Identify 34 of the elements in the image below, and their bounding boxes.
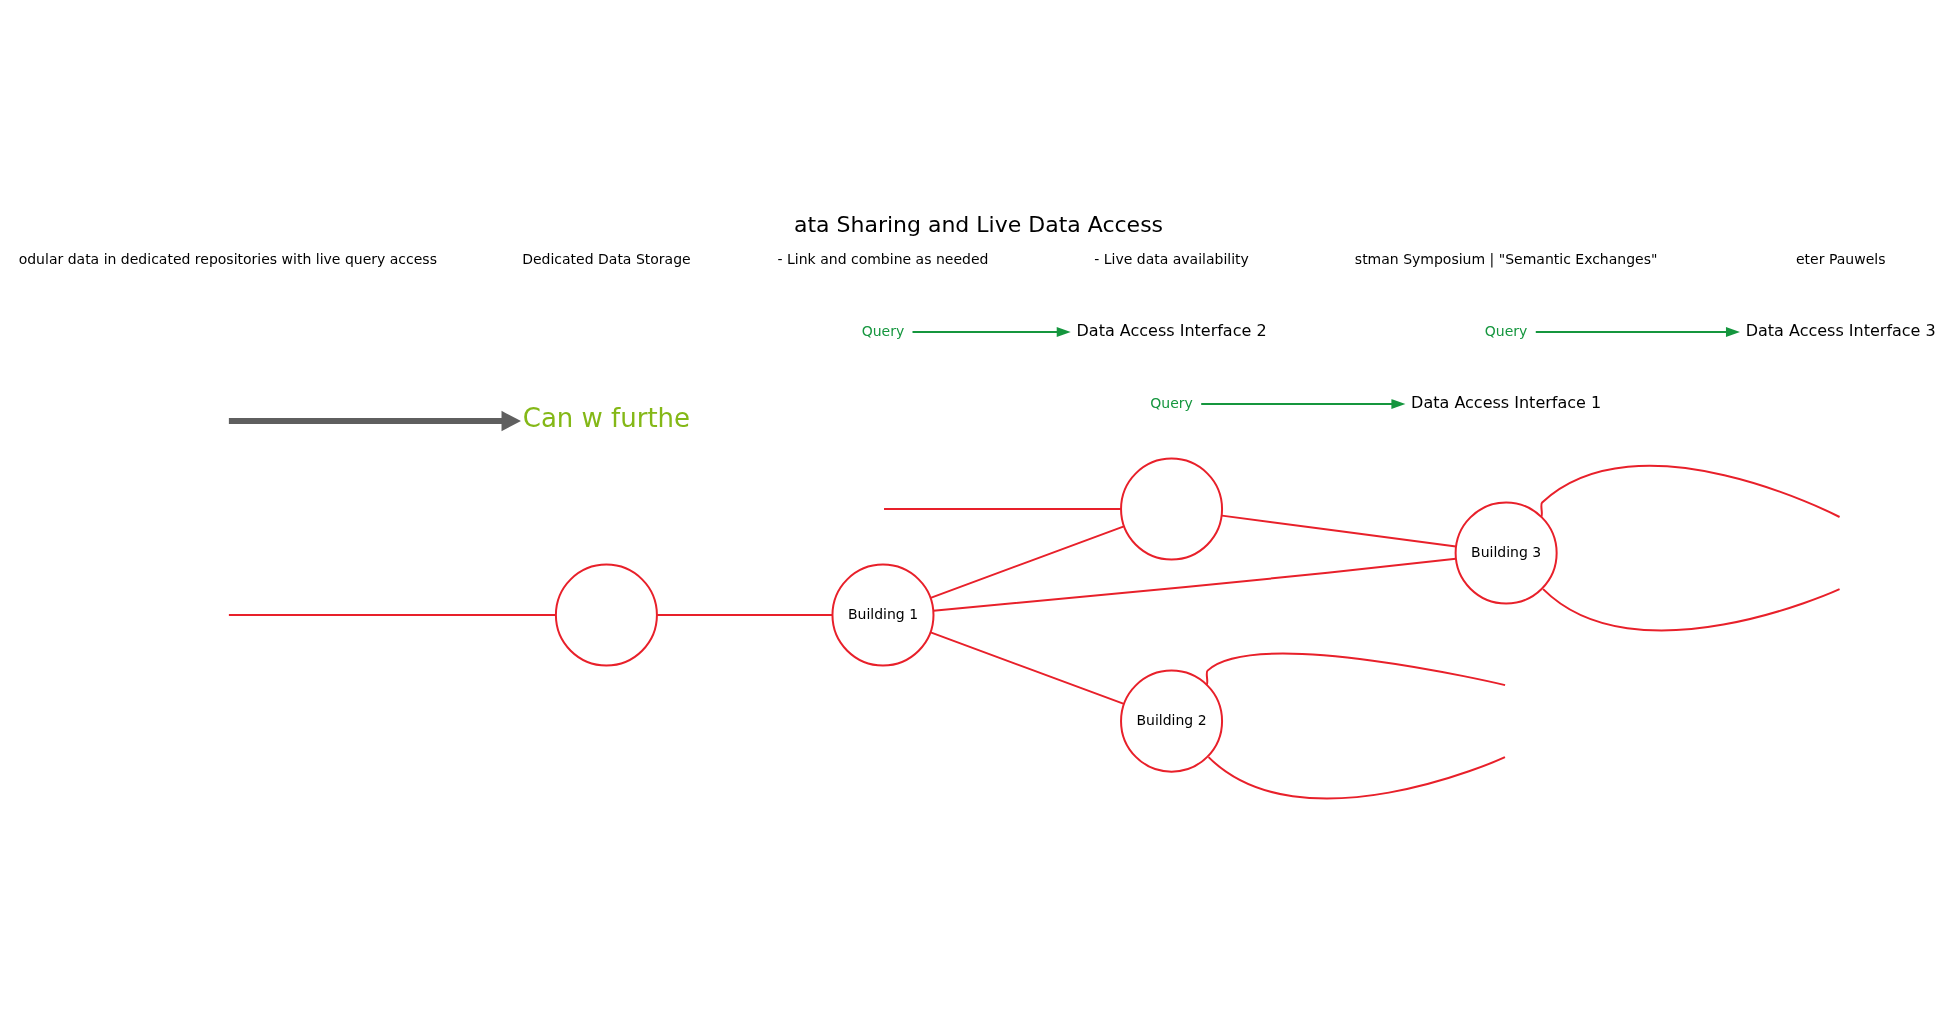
connector: [1205, 652, 1507, 687]
node-text: Data Access Interface 3: [1745, 320, 1936, 340]
connector: [1542, 588, 1841, 632]
connector: [883, 508, 1122, 511]
label: stman Symposium | "Semantic Exchanges": [1354, 250, 1658, 267]
connector: [227, 614, 557, 617]
arrow: [911, 327, 1071, 337]
connector: [1207, 756, 1506, 800]
node-text: Data Access Interface 2: [1076, 320, 1267, 340]
arrow: [1534, 327, 1740, 337]
arrow: [228, 410, 521, 432]
connector: [1221, 514, 1457, 548]
label: odular data in dedicated repositories with live query access: [18, 250, 437, 267]
label: Dedicated Data Storage: [522, 250, 691, 267]
diagram-title: ata Sharing and Live Data Access: [793, 211, 1164, 237]
node-circle: [1120, 457, 1224, 561]
node-circle: Building 3: [1454, 501, 1558, 605]
connector: [929, 525, 1125, 599]
node-text: Query: [1150, 394, 1193, 411]
node-circle: [554, 563, 658, 667]
node-text: Query: [861, 322, 905, 339]
node-text: Query: [1484, 322, 1528, 339]
connector: [656, 614, 834, 617]
node-text: Data Access Interface 1: [1411, 392, 1602, 412]
connector: [929, 631, 1125, 705]
label: eter Pauwels: [1796, 250, 1886, 267]
arrow: [1200, 399, 1406, 409]
node-circle: Building 2: [1120, 669, 1224, 773]
label: - Link and combine as needed: [777, 250, 989, 267]
connector: [1540, 465, 1841, 519]
label: - Live data availability: [1094, 250, 1249, 267]
node-circle: Building 1: [831, 563, 935, 667]
node-text: Can w furthe: [522, 403, 691, 434]
connector: [932, 557, 1457, 612]
